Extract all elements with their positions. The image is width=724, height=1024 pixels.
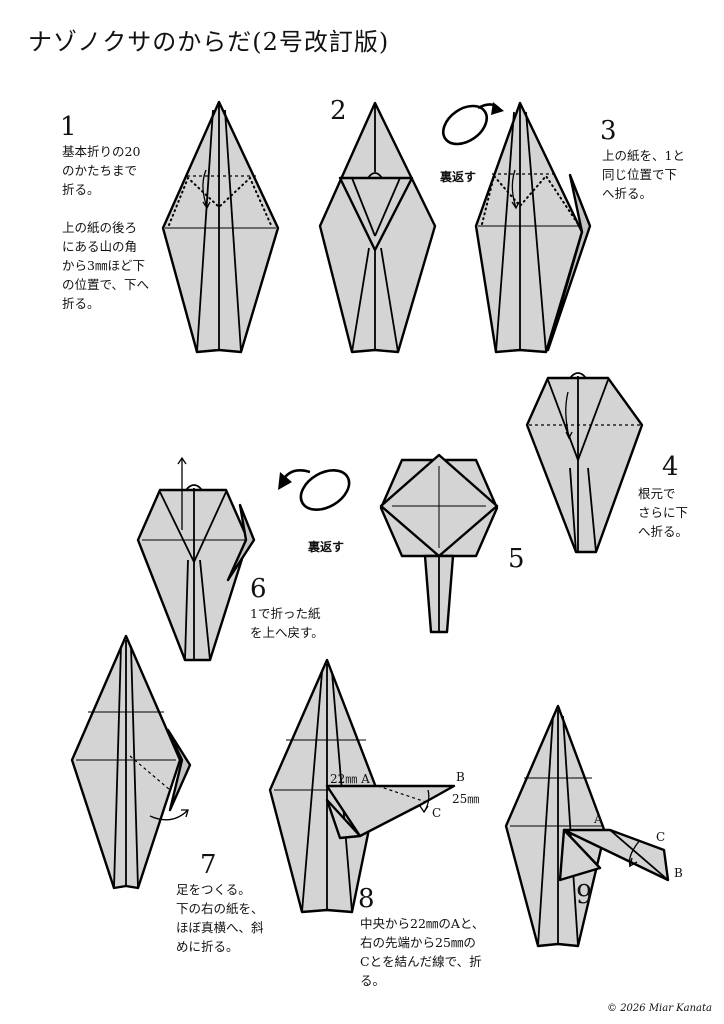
step-5-number: 5 [508,544,525,574]
step-8-distance-25: 25㎜ [452,792,480,806]
step-7-figure [70,634,192,890]
step-9-point-b: B [674,866,683,880]
step-6-text: 1で折った紙 を上へ戻す。 [250,606,324,640]
step-8-text: 中央から22㎜のAと、 右の先端から25㎜の Cとを結んだ線で、折 る。 [360,916,485,988]
step-9-figure [504,704,670,948]
step-1-figure [161,100,280,354]
step-8-point-b: B [456,770,465,784]
step-1-number: 1 [60,112,77,142]
page-title: ナゾノクサのからだ(2号改訂版) [28,28,390,56]
step-9-point-c: C [656,830,666,844]
step-6-number: 6 [250,574,267,604]
step-4-number: 4 [662,452,679,482]
step-3-text: 上の紙を、1と 同じ位置で下 へ折る。 [602,148,685,201]
step-3-figure [474,101,592,354]
turn-over-label-1: 裏返す [440,170,477,184]
step-8-number: 8 [358,884,375,914]
step-9-point-a: A [594,812,603,826]
step-4-text: 根元で さらに下 へ折る。 [638,486,689,539]
step-2-number: 2 [330,96,347,126]
step-2-figure [318,101,437,354]
step-4-figure [525,372,644,554]
step-1-text: 基本折りの20 のかたちまで 折る。 上の紙の後ろ にある山の角 から3㎜ほど下… [62,144,150,311]
step-8-point-a: 22㎜ A [330,772,370,786]
turn-over-arrow-1 [442,102,504,146]
copyright: © 2026 Miar Kanata [607,1003,712,1014]
turn-over-label-2: 裏返す [308,540,345,554]
step-3-number: 3 [600,116,617,146]
turn-over-arrow-2 [278,469,351,511]
step-7-number: 7 [200,850,217,880]
step-8-figure [268,658,456,914]
step-8-point-c: C [432,806,442,820]
step-9-number: 9 [576,880,593,910]
step-7-text: 足をつくる。 下の右の紙を、 ほぼ真横へ、斜 めに折る。 [176,882,264,954]
step-5-figure [379,453,499,634]
step-6-figure [136,456,256,662]
